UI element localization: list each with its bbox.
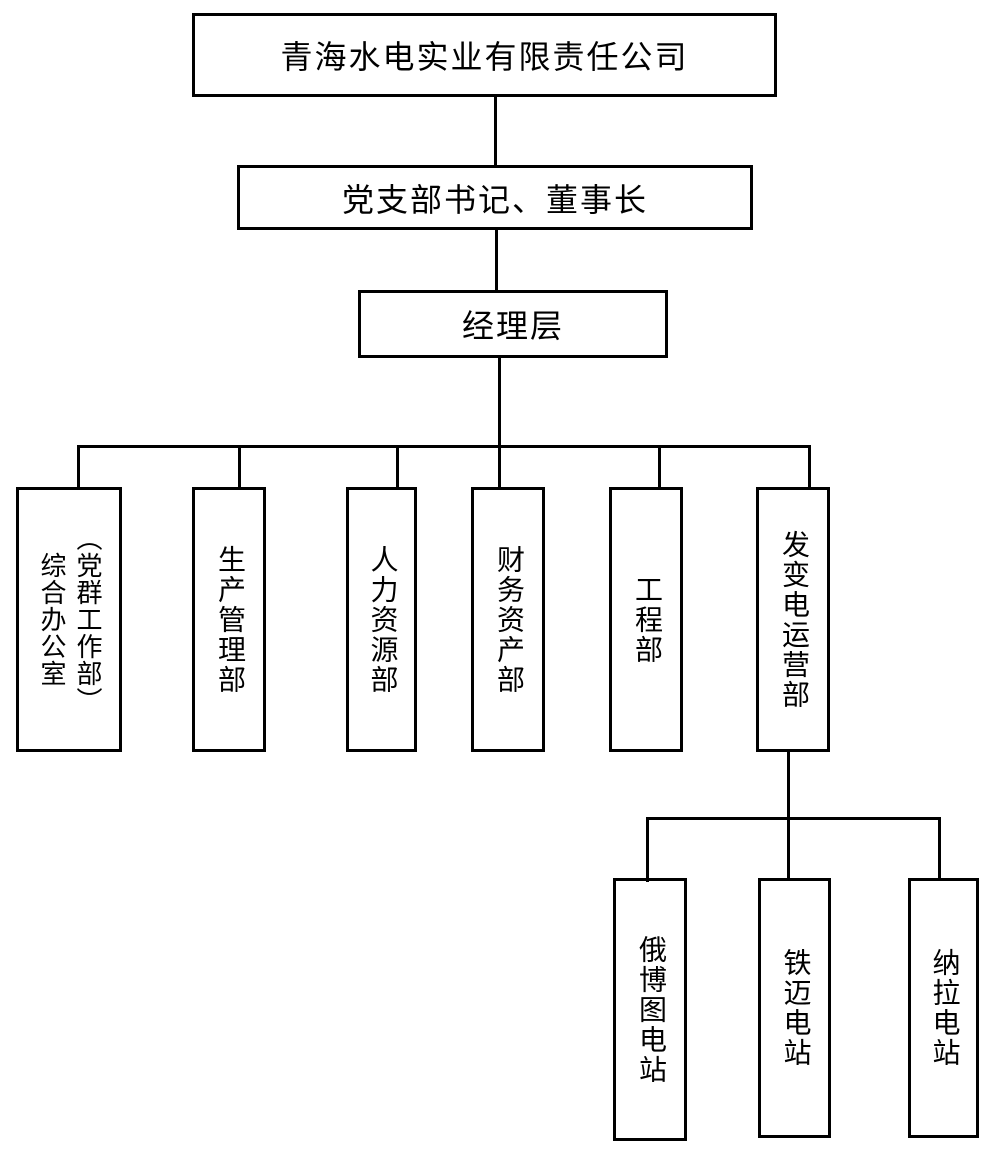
connector-drop-hr-dept bbox=[396, 445, 399, 487]
org-node-finance-assets-dept-label: 财务资产部 bbox=[493, 544, 524, 695]
org-node-engineering-dept: 工程部 bbox=[609, 487, 683, 752]
org-node-company-label: 青海水电实业有限责任公司 bbox=[280, 39, 689, 75]
connector-power-ops-stem bbox=[787, 752, 790, 817]
connector-drop-production-dept bbox=[238, 445, 241, 487]
org-node-party-secretary-chairman-label: 党支部书记、董事长 bbox=[341, 181, 648, 218]
org-node-engineering-dept-label: 工程部 bbox=[631, 574, 662, 665]
connector-company-to-chairman bbox=[494, 97, 497, 165]
org-node-tiemai-station: 铁迈电站 bbox=[758, 878, 831, 1138]
org-node-general-office: 综合办公室 （党群工作部） bbox=[16, 487, 122, 752]
connector-drop-tiemai-station bbox=[787, 817, 790, 878]
org-node-production-dept-label: 生产管理部 bbox=[214, 544, 245, 695]
connector-departments-rail bbox=[77, 445, 811, 448]
org-node-company: 青海水电实业有限责任公司 bbox=[192, 13, 777, 97]
connector-drop-general-office bbox=[77, 445, 80, 487]
connector-drop-ebotu-station bbox=[646, 817, 649, 882]
org-node-ebotu-station-label: 俄博图电站 bbox=[635, 934, 666, 1085]
org-node-general-office-label: 综合办公室 bbox=[37, 552, 66, 687]
connector-drop-finance-assets-dept bbox=[498, 445, 501, 487]
org-node-party-secretary-chairman: 党支部书记、董事长 bbox=[237, 165, 753, 230]
org-node-general-office-sublabel: （党群工作部） bbox=[73, 525, 102, 714]
org-node-nala-station: 纳拉电站 bbox=[908, 878, 979, 1138]
org-node-finance-assets-dept: 财务资产部 bbox=[471, 487, 545, 752]
connector-stations-rail bbox=[646, 817, 941, 820]
connector-drop-engineering-dept bbox=[658, 445, 661, 487]
org-node-production-dept: 生产管理部 bbox=[192, 487, 266, 752]
org-node-hr-dept: 人力资源部 bbox=[346, 487, 417, 752]
org-node-nala-station-label: 纳拉电站 bbox=[928, 948, 960, 1068]
org-node-power-ops-dept: 发变电运营部 bbox=[756, 487, 830, 752]
connector-drop-power-ops-dept bbox=[808, 445, 811, 487]
org-node-power-ops-dept-label: 发变电运营部 bbox=[778, 529, 809, 710]
connector-management-stem bbox=[498, 358, 501, 445]
org-node-hr-dept-label: 人力资源部 bbox=[366, 544, 398, 695]
connector-chairman-to-management bbox=[495, 230, 498, 290]
org-node-ebotu-station: 俄博图电站 bbox=[613, 878, 687, 1141]
connector-drop-nala-station bbox=[938, 817, 941, 878]
org-node-tiemai-station-label: 铁迈电站 bbox=[779, 948, 811, 1068]
org-node-management: 经理层 bbox=[358, 290, 668, 358]
org-node-management-label: 经理层 bbox=[461, 308, 564, 344]
